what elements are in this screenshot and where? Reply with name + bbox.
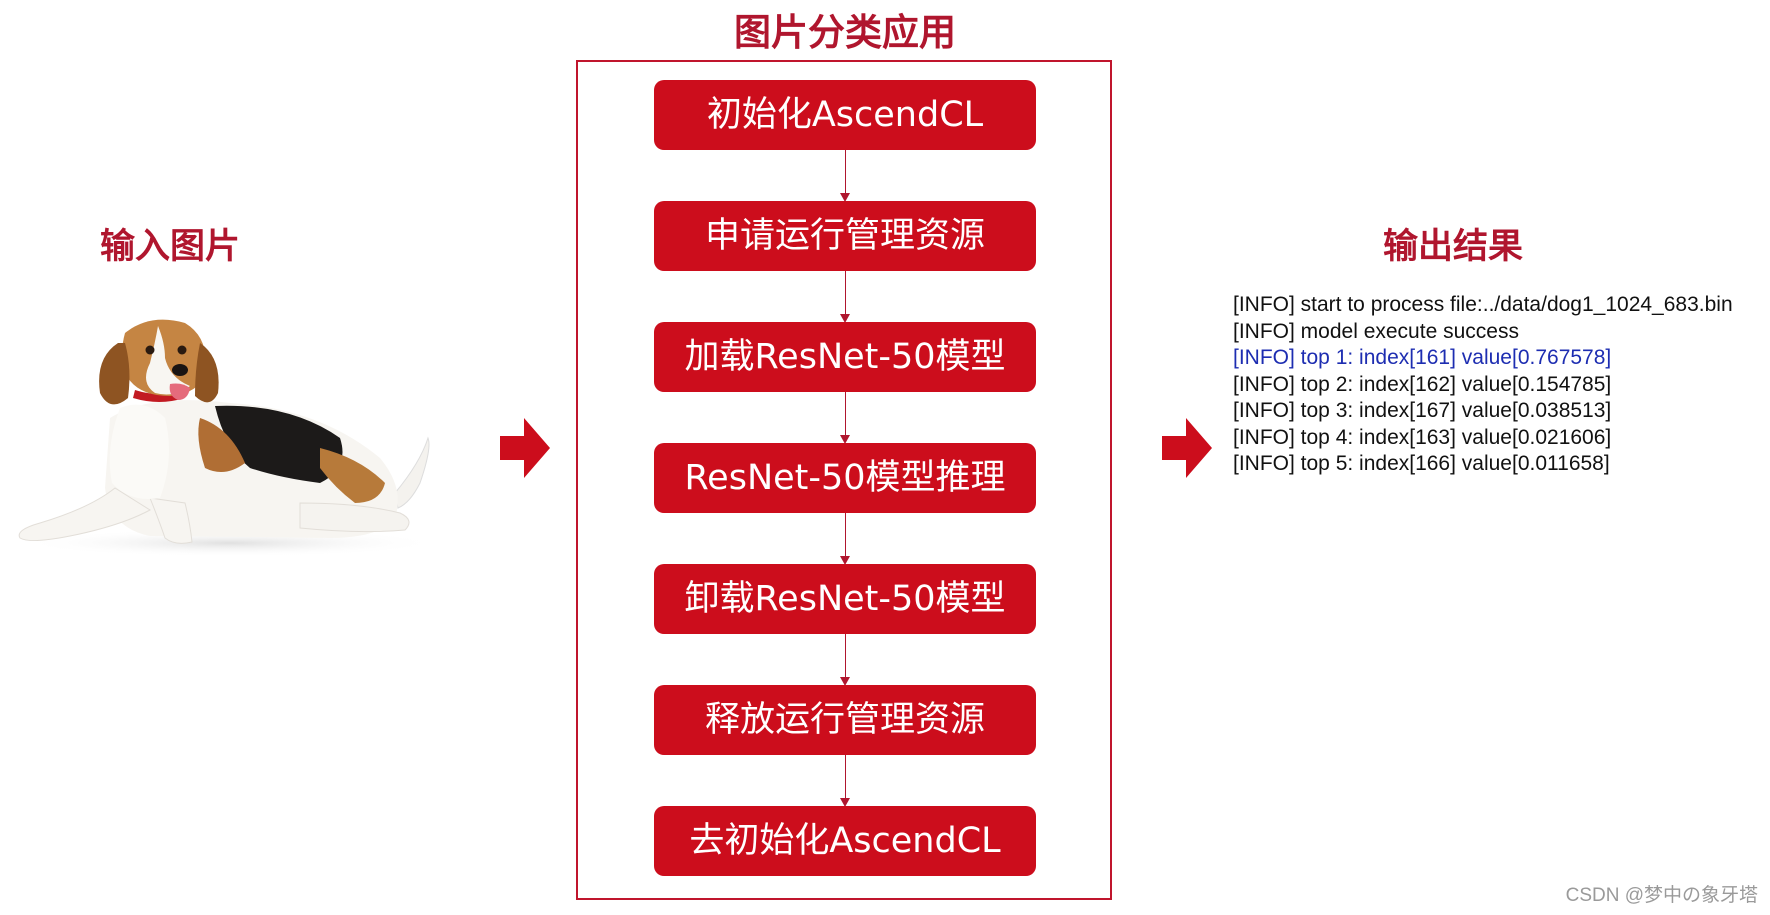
flow-connector xyxy=(840,513,850,565)
input-title: 输入图片 xyxy=(100,227,241,267)
process-frame xyxy=(576,60,1112,900)
log-line: [INFO] top 3: index[167] value[0.038513] xyxy=(1233,399,1612,422)
flow-connector xyxy=(840,271,850,323)
step-load-model: 加载ResNet-50模型 xyxy=(654,322,1036,392)
step-request-resources: 申请运行管理资源 xyxy=(654,201,1036,271)
flow-connector xyxy=(840,392,850,444)
arrow-right-icon xyxy=(1162,418,1212,478)
log-line: [INFO] top 2: index[162] value[0.154785] xyxy=(1233,372,1612,396)
log-line: [INFO] model execute success xyxy=(1233,319,1519,343)
log-line: [INFO] start to process file:../data/dog… xyxy=(1233,293,1733,316)
arrow-right-icon xyxy=(500,418,550,478)
step-release-resources: 释放运行管理资源 xyxy=(654,685,1036,755)
step-init-acl: 初始化AscendCL xyxy=(654,80,1036,150)
step-unload-model: 卸载ResNet-50模型 xyxy=(654,564,1036,634)
step-deinit-acl: 去初始化AscendCL xyxy=(654,806,1036,876)
log-line: [INFO] top 5: index[166] value[0.011658] xyxy=(1233,452,1610,475)
output-title: 输出结果 xyxy=(1383,227,1524,267)
log-line-top1: [INFO] top 1: index[161] value[0.767578] xyxy=(1233,346,1612,369)
step-model-inference: ResNet-50模型推理 xyxy=(654,443,1036,513)
flow-connector xyxy=(840,755,850,807)
diagram-title: 图片分类应用 xyxy=(734,11,956,54)
dog-image xyxy=(18,319,440,557)
flow-connector xyxy=(840,150,850,202)
log-line: [INFO] top 4: index[163] value[0.021606] xyxy=(1233,425,1612,449)
output-log: [INFO] start to process file:../data/dog… xyxy=(1233,292,1770,478)
flow-connector xyxy=(840,634,850,686)
watermark: CSDN @梦中の象牙塔 xyxy=(1565,885,1758,906)
